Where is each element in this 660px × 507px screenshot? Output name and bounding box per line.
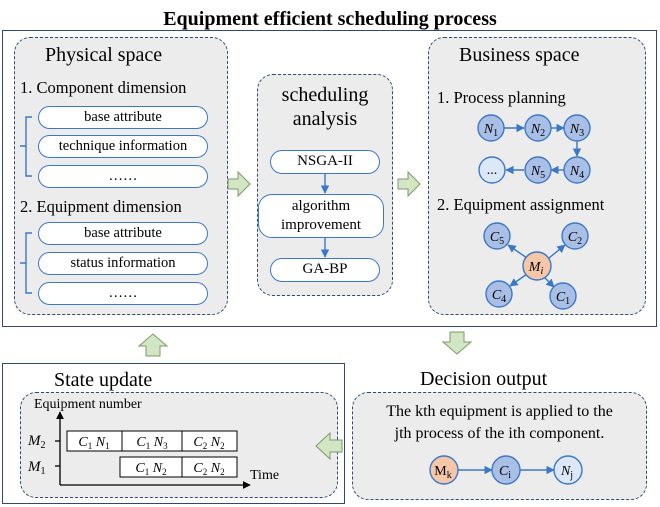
- equipment-assignment-label: 2. Equipment assignment: [437, 195, 605, 214]
- svg-text:C1 N3: C1 N3: [136, 435, 168, 451]
- node-ellipsis: [478, 156, 506, 184]
- svg-text:Nj: Nj: [560, 464, 573, 481]
- decision-text-line1: The kth equipment is applied to the: [386, 403, 613, 420]
- gantt-m1-cell-2: [181, 456, 238, 478]
- svg-text:C1 N1: C1 N1: [78, 435, 109, 451]
- arrow-analysis-to-business: [397, 170, 421, 198]
- analysis-heading-line2: analysis: [292, 108, 358, 130]
- svg-text:...: ...: [487, 163, 498, 178]
- arrow-state-to-physical: [137, 333, 169, 357]
- node-c5: [483, 222, 511, 250]
- node-n2: [524, 114, 552, 142]
- node-c1: [549, 282, 577, 310]
- equipment-more: ……: [38, 282, 208, 305]
- svg-text:C1 N2: C1 N2: [135, 461, 166, 477]
- svg-text:C2 N2: C2 N2: [193, 435, 224, 451]
- node-nj: [553, 455, 583, 485]
- svg-text:C2 N2: C2 N2: [193, 461, 224, 477]
- arrow-business-to-decision: [441, 331, 473, 355]
- node-n1: [477, 114, 505, 142]
- arrow-decision-to-state: [315, 431, 343, 461]
- node-c4: [485, 280, 513, 308]
- business-space-heading: Business space: [459, 44, 580, 66]
- svg-text:Mi: Mi: [528, 260, 544, 277]
- component-more: ……: [38, 165, 208, 188]
- node-n4: [563, 156, 591, 184]
- analysis-heading-line1: scheduling: [281, 84, 369, 106]
- state-update-heading: State update: [54, 369, 153, 391]
- diagram-title: Equipment efficient scheduling process: [163, 8, 497, 30]
- gantt-m2-cell-3: [181, 430, 238, 452]
- node-n3: [563, 114, 591, 142]
- top-frame: [2, 30, 657, 327]
- ga-bp-box: GA-BP: [270, 258, 380, 282]
- node-c2: [561, 222, 589, 250]
- decision-graph: Mk Ci Nj: [429, 455, 583, 485]
- svg-text:Ci: Ci: [499, 464, 511, 481]
- svg-text:M2: M2: [27, 433, 46, 451]
- node-n5: [524, 156, 552, 184]
- process-graph: N1 N2 N3 N4 N5 ...: [477, 114, 591, 184]
- equipment-status-info: status information: [38, 252, 208, 275]
- svg-text:M1: M1: [27, 459, 46, 477]
- component-dimension-label: 1. Component dimension: [20, 78, 187, 97]
- arrow-physical-to-analysis: [227, 170, 251, 198]
- node-ci: [491, 455, 521, 485]
- node-mi: [522, 251, 552, 281]
- assignment-graph: C5 C2 Mi C4 C1: [483, 222, 589, 310]
- equipment-dimension-label: 2. Equipment dimension: [20, 197, 182, 216]
- x-axis-label: Time: [250, 468, 280, 483]
- nsga-ii-box: NSGA-II: [270, 150, 380, 174]
- bottom-frame: [2, 363, 345, 504]
- process-planning-label: 1. Process planning: [437, 88, 566, 107]
- component-technique-info: technique information: [38, 135, 208, 158]
- component-base-attribute: base attribute: [38, 106, 208, 129]
- gantt-chart: M2 M1 C1 N1 C1 N3 C2 N2 C1 N2 C2 N2: [27, 411, 251, 489]
- equipment-base-attribute: base attribute: [38, 222, 208, 245]
- node-mk: [429, 455, 459, 485]
- decision-text-line2: jth process of the ith component.: [394, 425, 605, 442]
- physical-space-heading: Physical space: [45, 44, 163, 66]
- y-axis-label: Equipment number: [34, 397, 142, 412]
- decision-output-heading: Decision output: [420, 368, 548, 390]
